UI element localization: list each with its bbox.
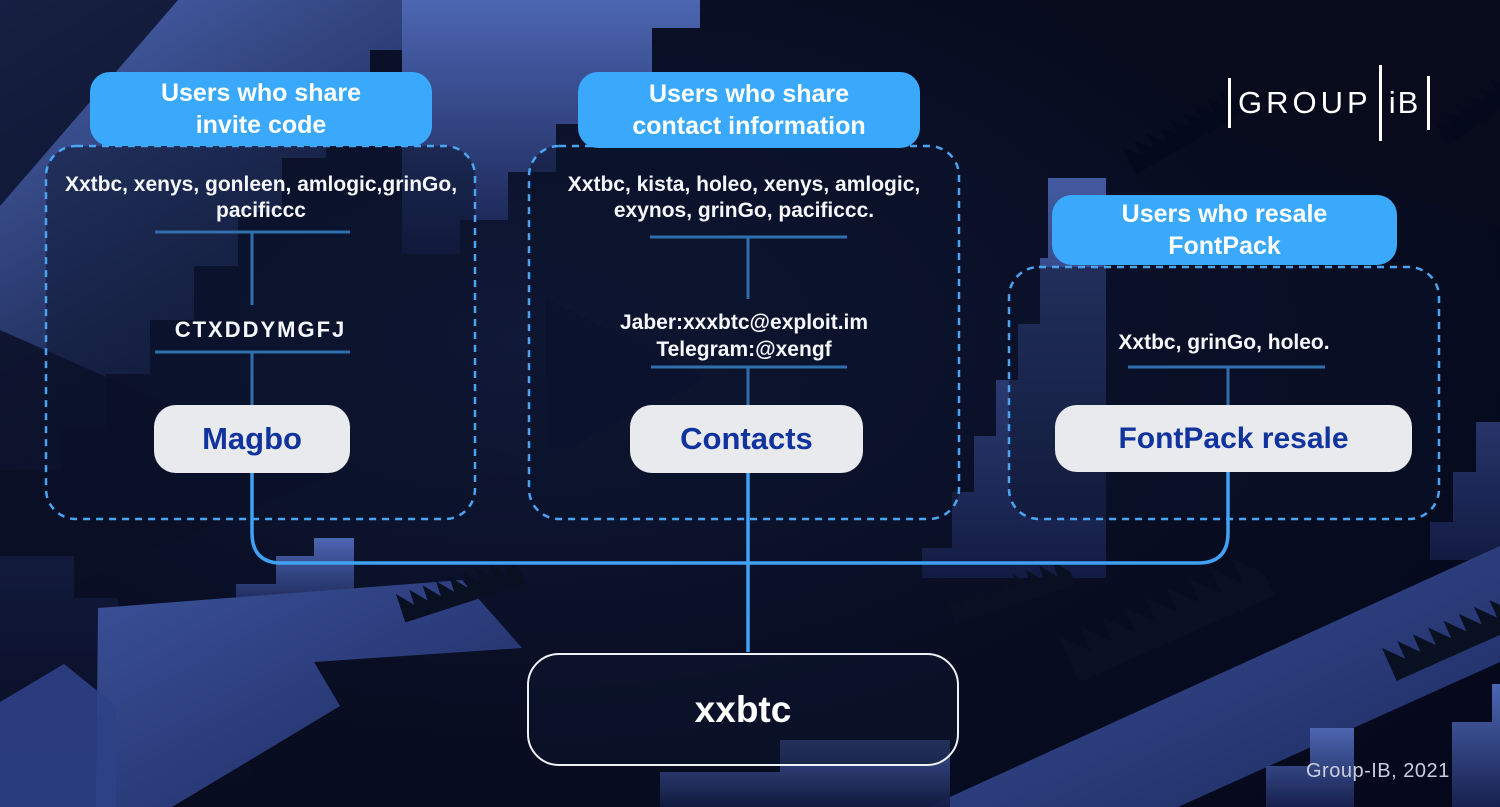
logo-group-text: GROUP xyxy=(1238,85,1372,120)
header-line: contact information xyxy=(632,112,866,140)
members-contact-information: Xxtbc, kista, holeo, xenys, amlogic, exy… xyxy=(567,173,921,223)
panel-fontpack-resale xyxy=(1009,267,1439,519)
node-magbo: Magbo xyxy=(154,405,350,473)
header-line: Users who share xyxy=(160,79,362,107)
root-label: xxbtc xyxy=(694,688,792,730)
group-ib-logo: GROUP iB xyxy=(1228,65,1431,141)
node-contacts: Contacts xyxy=(630,405,863,473)
logo-bar-icon xyxy=(1378,65,1382,141)
header-fontpack-resale: Users who resale FontPack xyxy=(1052,195,1397,265)
logo-bar-icon xyxy=(1228,78,1231,128)
jabber-contact: Jaber:xxxbtc@exploit.im xyxy=(619,311,869,334)
telegram-contact: Telegram:@xengf xyxy=(656,338,832,362)
header-line: Users who share xyxy=(648,80,850,108)
invite-code-value: CTXDDYMGFJ xyxy=(174,317,347,342)
members-fontpack-resale: Xxtbc, grinGo, holeo. xyxy=(1118,331,1330,354)
header-line: FontPack xyxy=(1168,232,1281,260)
header-contact-information: Users who share contact information xyxy=(578,72,920,148)
logo-ib-text: iB xyxy=(1388,85,1421,120)
members-invite-code: Xxtbc, xenys, gonleen, amlogic,grinGo, p… xyxy=(64,173,458,223)
contact-details: Jaber:xxxbtc@exploit.im Telegram:@xengf xyxy=(529,309,959,364)
node-xxbtc: xxbtc xyxy=(527,653,959,766)
header-line: Users who resale xyxy=(1121,200,1328,228)
logo-bar-icon xyxy=(1427,76,1431,130)
credit-text: Group-IB, 2021 xyxy=(1306,760,1450,782)
header-invite-code: Users who share invite code xyxy=(90,72,432,146)
header-line: invite code xyxy=(195,111,327,139)
node-fontpack-resale: FontPack resale xyxy=(1055,405,1412,472)
